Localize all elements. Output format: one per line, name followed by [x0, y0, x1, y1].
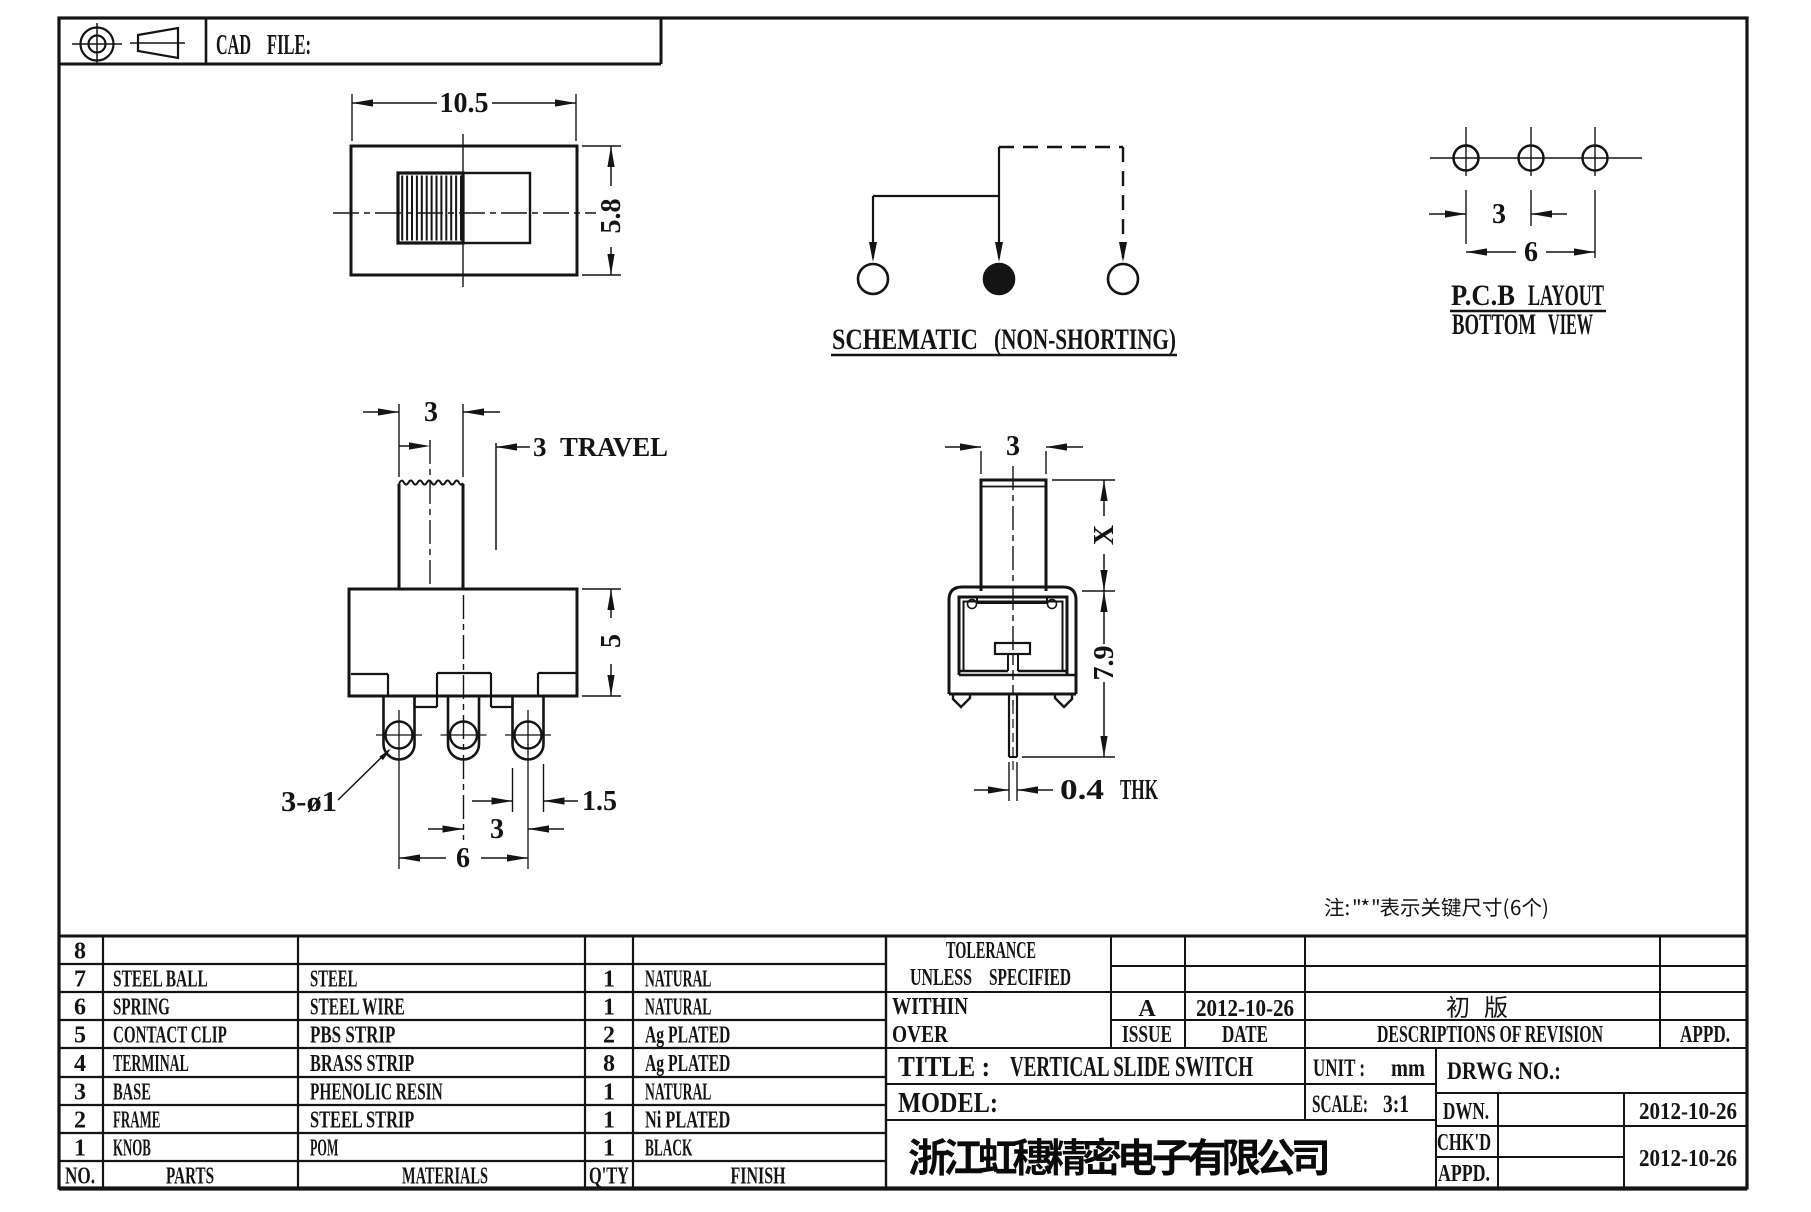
svg-text:2: 2 — [74, 1108, 86, 1134]
svg-text:NATURAL: NATURAL — [645, 1080, 711, 1106]
svg-text:MODEL:: MODEL: — [898, 1087, 998, 1119]
svg-text:NATURAL: NATURAL — [645, 995, 711, 1021]
svg-text:1: 1 — [603, 1080, 615, 1106]
svg-text:SCHEMATIC: SCHEMATIC — [832, 323, 978, 356]
svg-text:1: 1 — [603, 1136, 615, 1162]
svg-text:BOTTOM: BOTTOM — [1452, 308, 1536, 341]
svg-text:6: 6 — [456, 843, 470, 874]
svg-text:CAD: CAD — [216, 30, 251, 61]
svg-text:PARTS: PARTS — [166, 1164, 214, 1190]
svg-text:3:1: 3:1 — [1383, 1091, 1409, 1118]
svg-text:STEEL BALL: STEEL BALL — [113, 967, 208, 993]
svg-text:1: 1 — [603, 1108, 615, 1134]
svg-text:3: 3 — [533, 432, 547, 462]
svg-text:OVER: OVER — [892, 1022, 949, 1048]
svg-text:WITHIN: WITHIN — [892, 994, 969, 1020]
svg-text:P.C.B: P.C.B — [1451, 279, 1515, 312]
svg-text:KNOB: KNOB — [113, 1136, 151, 1162]
svg-text:FRAME: FRAME — [113, 1108, 160, 1134]
svg-text:POM: POM — [310, 1136, 338, 1162]
svg-text:FINISH: FINISH — [731, 1164, 786, 1190]
svg-text:5: 5 — [74, 1023, 86, 1049]
svg-text:2012-10-26: 2012-10-26 — [1639, 1146, 1737, 1172]
svg-text:5: 5 — [596, 634, 627, 648]
svg-text:DRWG NO.:: DRWG NO.: — [1447, 1058, 1561, 1085]
svg-text:VIEW: VIEW — [1548, 308, 1593, 341]
svg-text:VERTICAL SLIDE SWITCH: VERTICAL SLIDE SWITCH — [1010, 1051, 1253, 1083]
svg-text:Ni PLATED: Ni PLATED — [645, 1108, 730, 1134]
svg-text:3: 3 — [1006, 431, 1020, 462]
svg-text:2012-10-26: 2012-10-26 — [1196, 996, 1294, 1022]
svg-text:2: 2 — [603, 1023, 615, 1049]
svg-text:Ag PLATED: Ag PLATED — [645, 1023, 730, 1049]
svg-text:APPD.: APPD. — [1438, 1161, 1490, 1187]
svg-text:X: X — [1089, 525, 1120, 545]
svg-text:NO.: NO. — [65, 1164, 95, 1190]
svg-text:THK: THK — [1120, 775, 1158, 806]
svg-text:STEEL WIRE: STEEL WIRE — [310, 995, 405, 1021]
svg-text:3: 3 — [74, 1080, 86, 1106]
svg-text:1.5: 1.5 — [582, 786, 617, 817]
svg-text:TRAVEL: TRAVEL — [560, 432, 668, 462]
svg-text:3: 3 — [1492, 199, 1506, 230]
svg-text:SCALE:: SCALE: — [1312, 1091, 1368, 1118]
svg-text:SPECIFIED: SPECIFIED — [989, 965, 1071, 991]
svg-text:SPRING: SPRING — [113, 995, 170, 1021]
svg-text:CONTACT CLIP: CONTACT CLIP — [113, 1023, 227, 1049]
svg-text:1: 1 — [603, 967, 615, 993]
svg-text:5.8: 5.8 — [596, 199, 627, 234]
svg-text:0.4: 0.4 — [1060, 775, 1104, 806]
svg-text:STEEL STRIP: STEEL STRIP — [310, 1108, 414, 1134]
svg-text:mm: mm — [1391, 1055, 1425, 1082]
svg-text:TERMINAL: TERMINAL — [113, 1051, 189, 1077]
svg-text:8: 8 — [74, 939, 86, 965]
svg-text:UNLESS: UNLESS — [910, 965, 972, 991]
svg-text:CHK'D: CHK'D — [1437, 1130, 1491, 1156]
svg-text:8: 8 — [603, 1051, 615, 1077]
svg-text:NATURAL: NATURAL — [645, 967, 711, 993]
svg-text:PBS STRIP: PBS STRIP — [310, 1023, 395, 1049]
svg-text:3: 3 — [490, 814, 504, 845]
svg-text:Q'TY: Q'TY — [589, 1164, 629, 1190]
svg-text:7.9: 7.9 — [1089, 646, 1120, 681]
svg-text:DWN.: DWN. — [1443, 1099, 1489, 1125]
svg-text:BASE: BASE — [113, 1080, 151, 1106]
svg-text:DESCRIPTIONS OF REVISION: DESCRIPTIONS OF REVISION — [1377, 1022, 1603, 1048]
svg-text:2012-10-26: 2012-10-26 — [1639, 1099, 1737, 1125]
svg-text:1: 1 — [603, 995, 615, 1021]
svg-text:MATERIALS: MATERIALS — [402, 1164, 488, 1190]
svg-text:BLACK: BLACK — [645, 1136, 693, 1162]
svg-text:LAYOUT: LAYOUT — [1528, 279, 1604, 312]
svg-text:3-ø1: 3-ø1 — [281, 787, 337, 818]
svg-text:STEEL: STEEL — [310, 967, 357, 993]
svg-text:ISSUE: ISSUE — [1122, 1022, 1172, 1048]
svg-text:(NON-SHORTING): (NON-SHORTING) — [994, 323, 1176, 356]
svg-text:7: 7 — [74, 967, 86, 993]
svg-text:BRASS STRIP: BRASS STRIP — [310, 1051, 414, 1077]
svg-text:APPD.: APPD. — [1680, 1022, 1730, 1048]
svg-text:3: 3 — [424, 397, 438, 428]
svg-text:6: 6 — [74, 995, 86, 1021]
svg-text:4: 4 — [74, 1051, 86, 1077]
svg-text:TITLE :: TITLE : — [898, 1051, 990, 1083]
svg-text:6: 6 — [1524, 237, 1538, 268]
svg-text:PHENOLIC RESIN: PHENOLIC RESIN — [310, 1080, 443, 1106]
svg-text:TOLERANCE: TOLERANCE — [946, 938, 1036, 964]
svg-text:FILE:: FILE: — [267, 30, 311, 61]
svg-text:10.5: 10.5 — [440, 88, 489, 119]
svg-text:Ag PLATED: Ag PLATED — [645, 1051, 730, 1077]
svg-text:1: 1 — [74, 1136, 86, 1162]
svg-text:A: A — [1138, 996, 1156, 1022]
svg-text:DATE: DATE — [1222, 1022, 1268, 1048]
svg-text:UNIT :: UNIT : — [1313, 1055, 1365, 1082]
